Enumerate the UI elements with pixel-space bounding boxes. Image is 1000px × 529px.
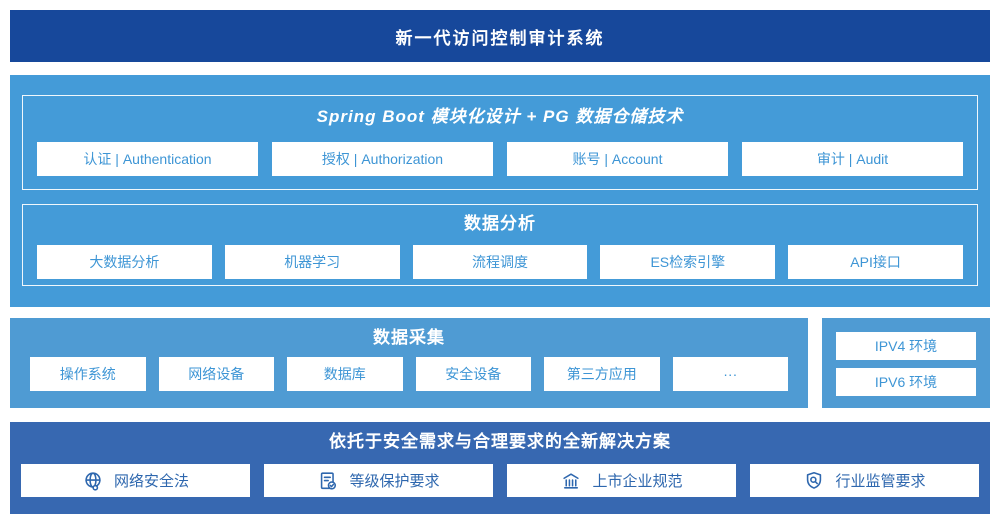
- building-icon: [560, 470, 582, 492]
- springboot-modules-row: 认证 | Authentication 授权 | Authorization 账…: [37, 142, 963, 176]
- springboot-section-title: Spring Boot 模块化设计 + PG 数据仓储技术: [316, 107, 684, 126]
- data-analysis-modules-row: 大数据分析 机器学习 流程调度 ES检索引擎 API接口: [37, 245, 963, 279]
- globe-icon: [82, 470, 104, 492]
- solution-chip-industry-regulation: 行业监管要求: [750, 464, 979, 497]
- chip-audit: 审计 | Audit: [742, 142, 963, 176]
- data-collection-modules-row: 操作系统 网络设备 数据库 安全设备 第三方应用 ···: [30, 357, 788, 391]
- chip-big-data-analysis: 大数据分析: [37, 245, 212, 279]
- chip-authentication: 认证 | Authentication: [37, 142, 258, 176]
- solution-chip-classified-protection: 等级保护要求: [264, 464, 493, 497]
- solution-chip-label: 上市企业规范: [592, 473, 683, 490]
- springboot-section: Spring Boot 模块化设计 + PG 数据仓储技术 认证 | Authe…: [22, 95, 978, 190]
- chip-security-device: 安全设备: [415, 357, 531, 391]
- platform-container: Spring Boot 模块化设计 + PG 数据仓储技术 认证 | Authe…: [10, 75, 990, 307]
- solution-chip-label: 行业监管要求: [835, 473, 926, 490]
- chip-database: 数据库: [287, 357, 403, 391]
- chip-machine-learning: 机器学习: [224, 245, 400, 279]
- data-analysis-section-title: 数据分析: [464, 214, 536, 233]
- solution-chip-cybersecurity-law: 网络安全法: [21, 464, 250, 497]
- solution-chip-listed-company: 上市企业规范: [507, 464, 736, 497]
- shield-search-icon: [803, 470, 825, 492]
- chip-ipv6-environment: IPV6 环境: [836, 368, 976, 396]
- chip-network-device: 网络设备: [158, 357, 274, 391]
- chip-es-search-engine: ES检索引擎: [600, 245, 776, 279]
- solution-items-row: 网络安全法 等级保护要求: [21, 464, 979, 497]
- chip-workflow-scheduling: 流程调度: [412, 245, 588, 279]
- chip-operating-system: 操作系统: [30, 357, 146, 391]
- header-banner: 新一代访问控制审计系统: [10, 10, 990, 62]
- data-analysis-section: 数据分析 大数据分析 机器学习 流程调度 ES检索引擎 API接口: [22, 204, 978, 286]
- solution-chip-label: 等级保护要求: [349, 473, 440, 490]
- solution-section: 依托于安全需求与合理要求的全新解决方案 网络安全法: [10, 422, 990, 514]
- data-collection-section: 数据采集 操作系统 网络设备 数据库 安全设备 第三方应用 ···: [10, 318, 808, 408]
- chip-ipv4-environment: IPV4 环境: [836, 332, 976, 360]
- solution-chip-label: 网络安全法: [113, 473, 189, 490]
- chip-api-interface: API接口: [788, 245, 963, 279]
- chip-account: 账号 | Account: [507, 142, 728, 176]
- chip-more-ellipsis: ···: [672, 357, 788, 391]
- data-collection-section-title: 数据采集: [373, 328, 445, 347]
- chip-authorization: 授权 | Authorization: [272, 142, 493, 176]
- page-title: 新一代访问控制审计系统: [395, 28, 605, 48]
- solution-section-title: 依托于安全需求与合理要求的全新解决方案: [329, 432, 671, 451]
- document-check-icon: [317, 470, 339, 492]
- environment-section: IPV4 环境 IPV6 环境: [822, 318, 990, 408]
- chip-third-party-app: 第三方应用: [544, 357, 660, 391]
